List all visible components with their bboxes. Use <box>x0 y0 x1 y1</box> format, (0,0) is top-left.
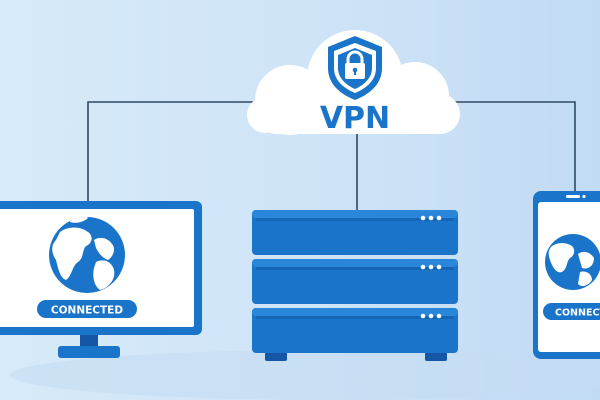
globe-icon <box>49 217 125 293</box>
monitor-status-badge <box>37 300 137 318</box>
monitor-status-label: CONNECTED <box>51 305 123 317</box>
vpn-cloud: VPN <box>247 30 460 136</box>
server-rack-icon <box>265 352 447 361</box>
server-unit-2 <box>252 259 458 304</box>
floor-shadow <box>10 350 600 400</box>
line-to-phone <box>452 101 576 192</box>
connection-lines <box>87 101 576 210</box>
phone-status-badge <box>543 303 600 320</box>
shield-lock-icon <box>328 36 382 100</box>
phone-status-label: CONNECTED <box>555 308 600 319</box>
server-unit-3 <box>252 308 458 353</box>
vpn-label: VPN <box>320 101 390 136</box>
line-to-monitor <box>87 101 262 208</box>
server-rack <box>252 210 458 361</box>
phone-globe-icon <box>545 234 600 290</box>
server-unit-1 <box>252 210 458 255</box>
monitor-device: CONNECTED <box>0 201 202 358</box>
phone-device: CONNECTED <box>533 191 600 359</box>
